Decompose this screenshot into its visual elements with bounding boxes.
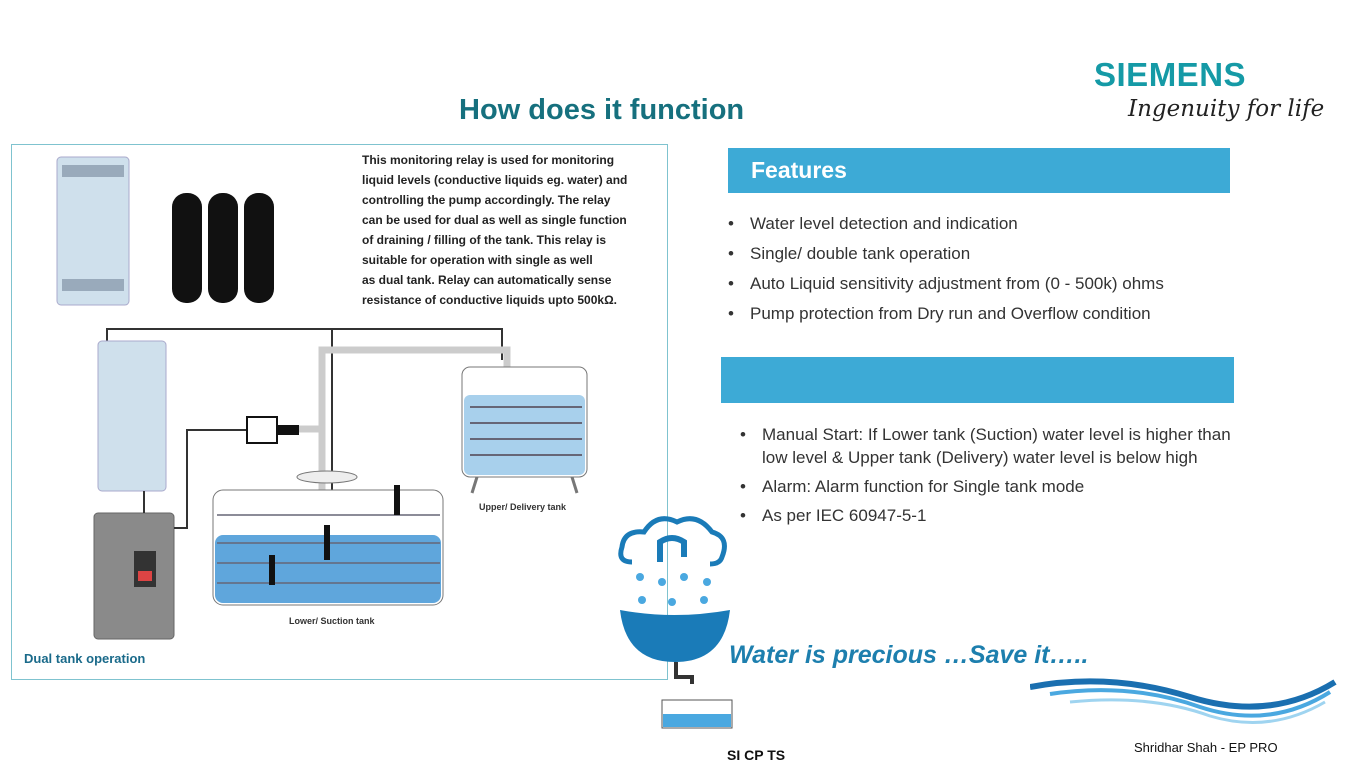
desc-line: resistance of conductive liquids upto 50… (362, 293, 618, 307)
probes-icon (172, 193, 274, 303)
relay-icon (56, 156, 130, 306)
list-item: Auto Liquid sensitivity adjustment from … (728, 272, 1248, 302)
lower-tank (212, 470, 444, 606)
features-list: Water level detection and indication Sin… (728, 212, 1248, 332)
desc-line: of draining / filling of the tank. This … (362, 233, 607, 247)
list-item: Pump protection from Dry run and Overflo… (728, 302, 1248, 332)
slide-title: How does it function (459, 94, 745, 126)
siemens-logo: SIEMENS (1094, 56, 1247, 93)
wave-decoration (1030, 678, 1337, 724)
desc-line: suitable for operation with single as we… (362, 253, 593, 267)
list-item: Single/ double tank operation (728, 242, 1248, 272)
slogan: Water is precious …Save it….. (729, 641, 1089, 669)
list-item: Alarm: Alarm function for Single tank mo… (740, 475, 1240, 498)
desc-line: can be used for dual as well as single f… (362, 213, 627, 227)
diagram-caption: Dual tank operation (24, 651, 146, 666)
pump-icon (246, 416, 299, 444)
dual-tank-diagram: Upper/ Delivery tank Lower/ Suction tank (11, 144, 668, 680)
features-heading: Features (728, 148, 1230, 193)
section2-heading-bar (721, 357, 1234, 403)
desc-line: This monitoring relay is used for monito… (362, 153, 615, 167)
list-item: Water level detection and indication (728, 212, 1248, 242)
desc-line: liquid levels (conductive liquids eg. wa… (362, 173, 628, 187)
lower-tank-label: Lower/ Suction tank (289, 616, 375, 626)
desc-line: controlling the pump accordingly. The re… (362, 193, 611, 207)
footer-author: Shridhar Shah - EP PRO (1134, 740, 1278, 755)
relay-description: This monitoring relay is used for monito… (362, 150, 662, 310)
logo-tagline: Ingenuity for life (1128, 96, 1325, 122)
desc-line: as dual tank. Relay can automatically se… (362, 273, 612, 287)
list-item: Manual Start: If Lower tank (Suction) wa… (740, 423, 1240, 469)
upper-tank-label: Upper/ Delivery tank (479, 502, 567, 512)
section2-list: Manual Start: If Lower tank (Suction) wa… (740, 423, 1240, 533)
diagram-illustration (56, 156, 588, 640)
footer-department: SI CP TS (727, 747, 786, 763)
water-cloud-icon (618, 516, 733, 729)
list-item: As per IEC 60947-5-1 (740, 504, 1240, 527)
relay-icon (97, 340, 167, 492)
upper-tank (461, 366, 588, 494)
